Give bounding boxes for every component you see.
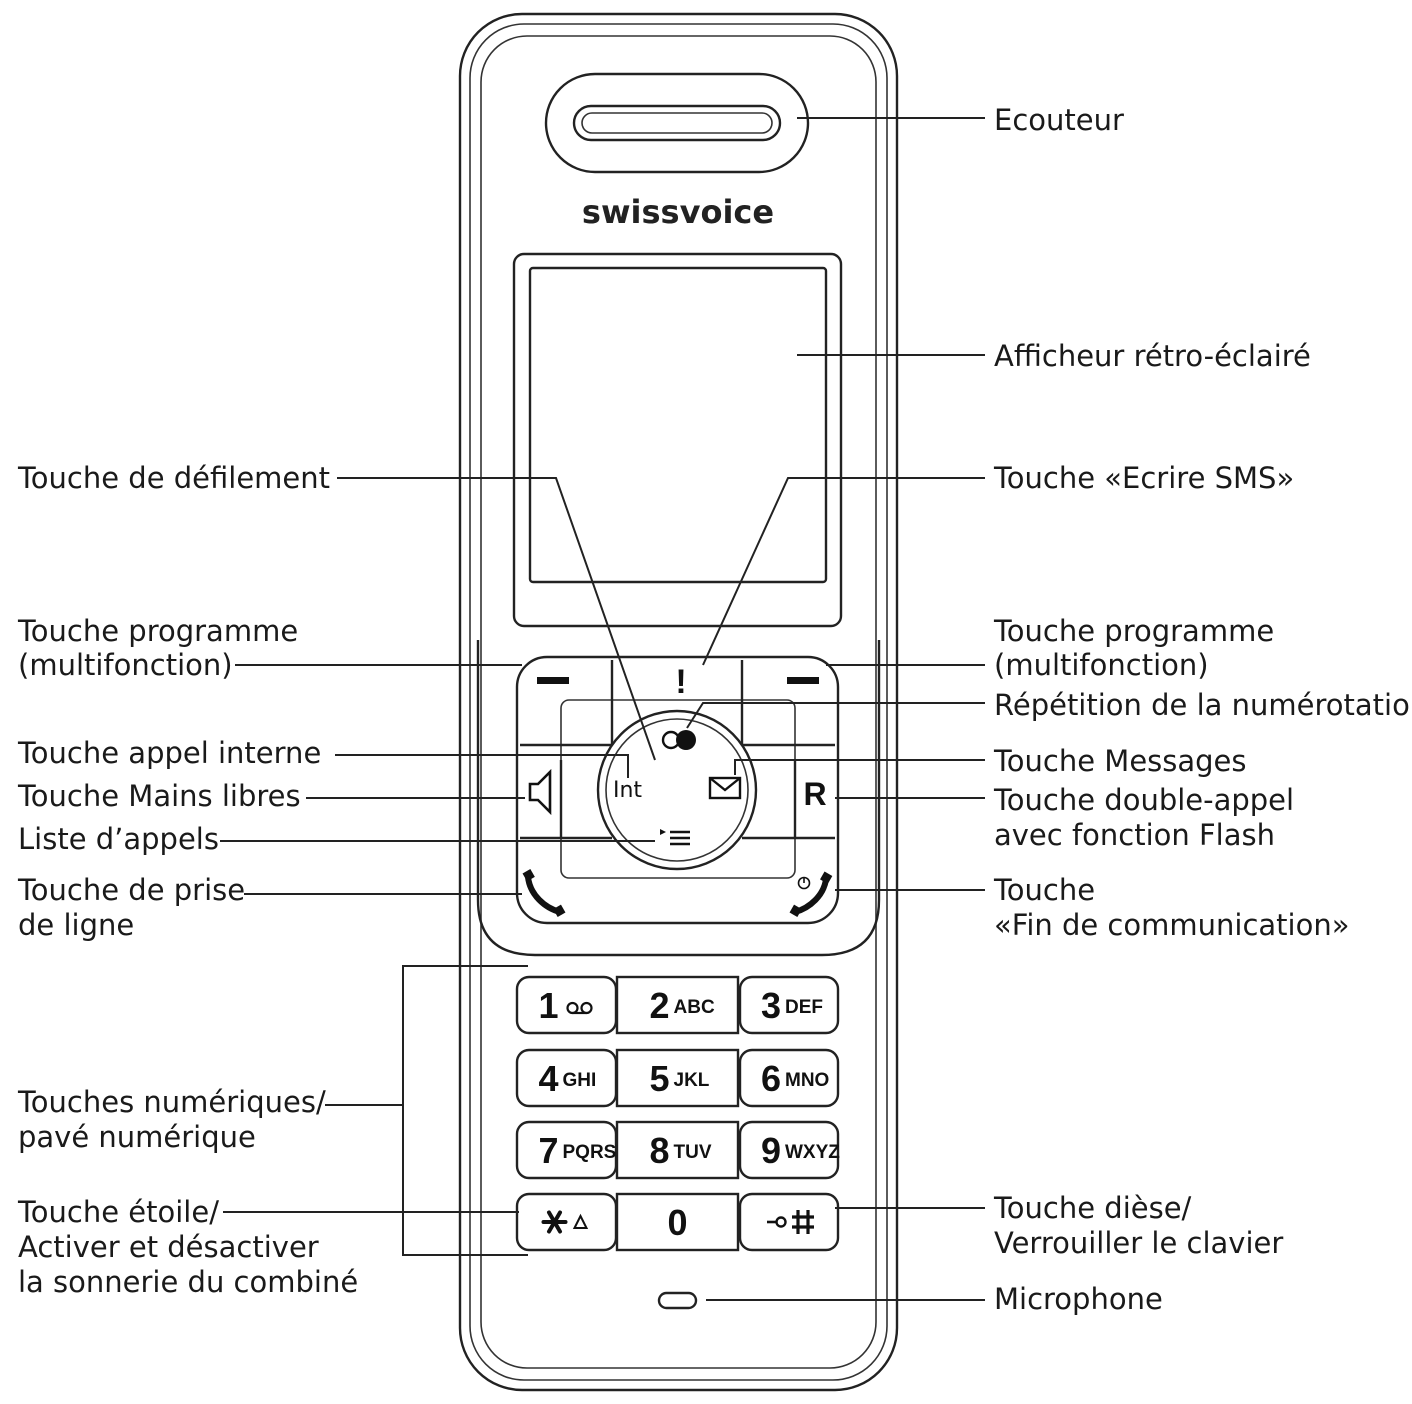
- key-digit: 8: [649, 1130, 669, 1171]
- label-etoile-2: Activer et désactiver: [18, 1230, 319, 1264]
- label-prise-ligne-2: de ligne: [18, 908, 134, 942]
- sms-key[interactable]: !: [675, 663, 686, 701]
- key-letters: WXYZ: [785, 1142, 840, 1163]
- label-prog-right-2: (multifonction): [994, 648, 1209, 682]
- key-letters: DEF: [785, 997, 823, 1018]
- label-double-appel-1: Touche double-appel: [993, 783, 1294, 817]
- label-defilement: Touche de défilement: [17, 461, 330, 495]
- speaker-icon[interactable]: [528, 768, 552, 816]
- label-numeriques-2: pavé numérique: [18, 1120, 256, 1154]
- hash-icon: [792, 1210, 814, 1234]
- brand-logo: swissvoice: [582, 193, 774, 231]
- redial-icon[interactable]: [661, 730, 696, 750]
- keypad-key-0[interactable]: 1: [515, 975, 618, 1035]
- callout-labels: Ecouteur Afficheur rétro-éclairé Touche …: [17, 103, 1412, 1316]
- earpiece: [544, 72, 810, 174]
- keypad-key-9[interactable]: [515, 1192, 618, 1252]
- control-panel: [476, 640, 881, 957]
- label-afficheur: Afficheur rétro-éclairé: [994, 339, 1311, 373]
- softkey-right-dash-icon[interactable]: [787, 677, 819, 684]
- keypad-key-11[interactable]: [738, 1192, 840, 1252]
- label-prog-left-1: Touche programme: [17, 614, 298, 648]
- label-double-appel-2: avec fonction Flash: [994, 818, 1275, 852]
- label-fin-comm-2: «Fin de communication»: [994, 908, 1349, 942]
- flash-key[interactable]: R: [803, 776, 826, 812]
- key-letters: JKL: [674, 1070, 710, 1091]
- label-prog-right-1: Touche programme: [993, 614, 1274, 648]
- key-icon: [767, 1216, 787, 1228]
- key-digit: 5: [649, 1058, 669, 1099]
- label-messages: Touche Messages: [993, 744, 1247, 778]
- key-digit: 4: [538, 1058, 558, 1099]
- star-icon: [541, 1210, 568, 1234]
- label-appel-interne: Touche appel interne: [17, 736, 321, 770]
- key-digit: 9: [761, 1130, 781, 1171]
- label-fin-comm-1: Touche: [993, 873, 1095, 907]
- label-liste-appels: Liste d’appels: [18, 822, 219, 856]
- key-letters: PQRS: [563, 1142, 617, 1163]
- softkey-left-dash-icon[interactable]: [537, 677, 569, 684]
- label-etoile-1: Touche étoile/: [17, 1195, 219, 1229]
- envelope-icon[interactable]: [708, 776, 742, 800]
- key-digit: 1: [538, 985, 558, 1026]
- key-digit: 2: [649, 985, 669, 1026]
- voicemail-icon: [566, 1001, 593, 1015]
- label-ecouteur: Ecouteur: [994, 103, 1124, 137]
- key-letters: TUV: [674, 1142, 712, 1163]
- bell-icon: [572, 1213, 589, 1229]
- label-repetition: Répétition de la numérotation: [994, 688, 1412, 722]
- phone-off-hook-icon[interactable]: [522, 869, 566, 917]
- key-letters: ABC: [674, 997, 715, 1018]
- label-prog-left-2: (multifonction): [18, 648, 233, 682]
- key-digit: 0: [667, 1202, 687, 1243]
- key-digit: 6: [761, 1058, 781, 1099]
- intercom-key[interactable]: Int: [613, 778, 642, 803]
- display: [512, 252, 843, 628]
- key-digit: 3: [761, 985, 781, 1026]
- microphone: [657, 1291, 698, 1310]
- key-digit: 7: [538, 1130, 558, 1171]
- label-mains-libres: Touche Mains libres: [17, 779, 301, 813]
- keypad-key-10[interactable]: 0: [615, 1192, 740, 1252]
- label-numeriques-1: Touches numériques/: [17, 1085, 326, 1119]
- label-etoile-3: la sonnerie du combiné: [18, 1265, 358, 1299]
- call-list-icon[interactable]: [660, 829, 690, 846]
- leader-lines: [220, 117, 985, 1301]
- label-diese-1: Touche dièse/: [993, 1191, 1192, 1225]
- key-letters: GHI: [563, 1070, 597, 1091]
- label-sms: Touche «Ecrire SMS»: [993, 461, 1294, 495]
- phone-hang-up-icon[interactable]: [789, 871, 833, 917]
- key-letters: MNO: [785, 1070, 829, 1091]
- label-prise-ligne-1: Touche de prise: [17, 873, 245, 907]
- label-diese-2: Verrouiller le clavier: [994, 1226, 1283, 1260]
- label-microphone: Microphone: [994, 1282, 1163, 1316]
